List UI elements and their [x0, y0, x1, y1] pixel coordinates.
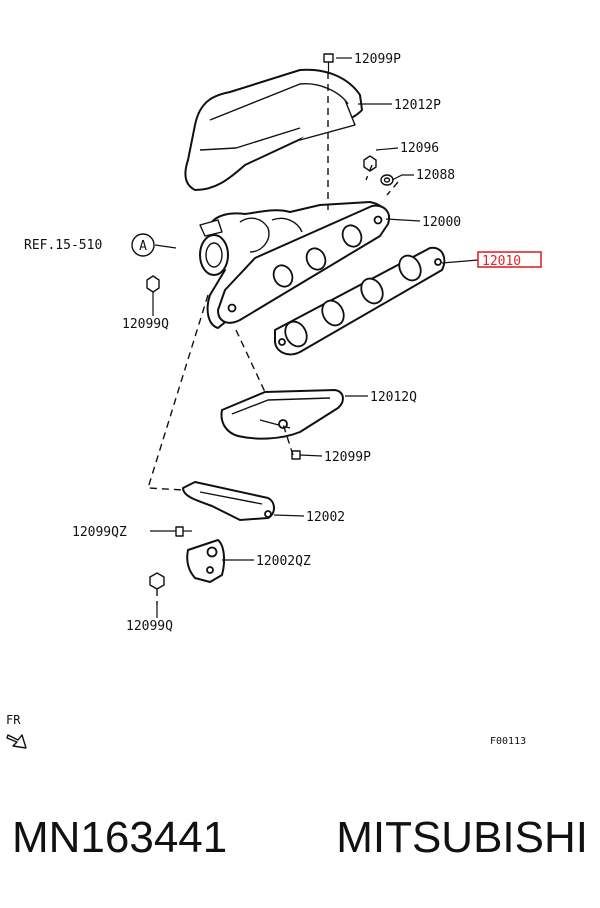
label-12002qz: 12002QZ: [256, 554, 311, 569]
washer-12088: [380, 174, 394, 186]
ref-circle-marker: A: [131, 233, 155, 257]
brand-name: MITSUBISHI: [336, 813, 588, 862]
label-12099qz: 12099QZ: [72, 525, 127, 540]
part-number: MN163441: [12, 813, 228, 862]
heat-cover-upper: [184, 68, 363, 191]
bracket-12002: [182, 481, 275, 521]
fr-label: FR: [6, 713, 21, 727]
manifold-gasket: [274, 246, 446, 356]
bracket-12002qz: [186, 539, 226, 583]
exhaust-manifold: [199, 201, 390, 329]
label-12099p-top: 12099P: [354, 52, 401, 67]
front-direction-marker: FR: [6, 713, 27, 749]
leader-lines: [150, 57, 479, 618]
nut-12096: [363, 155, 377, 172]
label-12000: 12000: [422, 215, 461, 230]
footer-caption: MN163441 MITSUBISHI: [0, 808, 600, 868]
bolt-12099q-upper: [146, 275, 160, 300]
figure-code: F00113: [490, 736, 526, 747]
label-12012q: 12012Q: [370, 390, 417, 405]
label-12010: 12010: [482, 254, 521, 269]
label-12012p: 12012P: [394, 98, 441, 113]
label-12099q-lower: 12099Q: [126, 619, 173, 634]
label-12088: 12088: [416, 168, 455, 183]
bolt-12099p-lower: [291, 450, 301, 460]
label-12002: 12002: [306, 510, 345, 525]
bolt-12099q-lower: [149, 572, 165, 590]
ref-circle-label: A: [139, 239, 147, 254]
bolt-12099qz: [175, 526, 192, 537]
label-12010-highlight: 12010: [477, 251, 542, 269]
assembly-lines: [147, 72, 399, 605]
heat-cover-lower: [220, 389, 344, 440]
front-arrow-icon: [6, 734, 27, 749]
label-ref: REF.15-510: [24, 238, 102, 253]
label-12099p-lower: 12099P: [324, 450, 371, 465]
label-12099q-upper: 12099Q: [122, 317, 169, 332]
bolt-12099p-top: [323, 53, 334, 72]
label-12096: 12096: [400, 141, 439, 156]
